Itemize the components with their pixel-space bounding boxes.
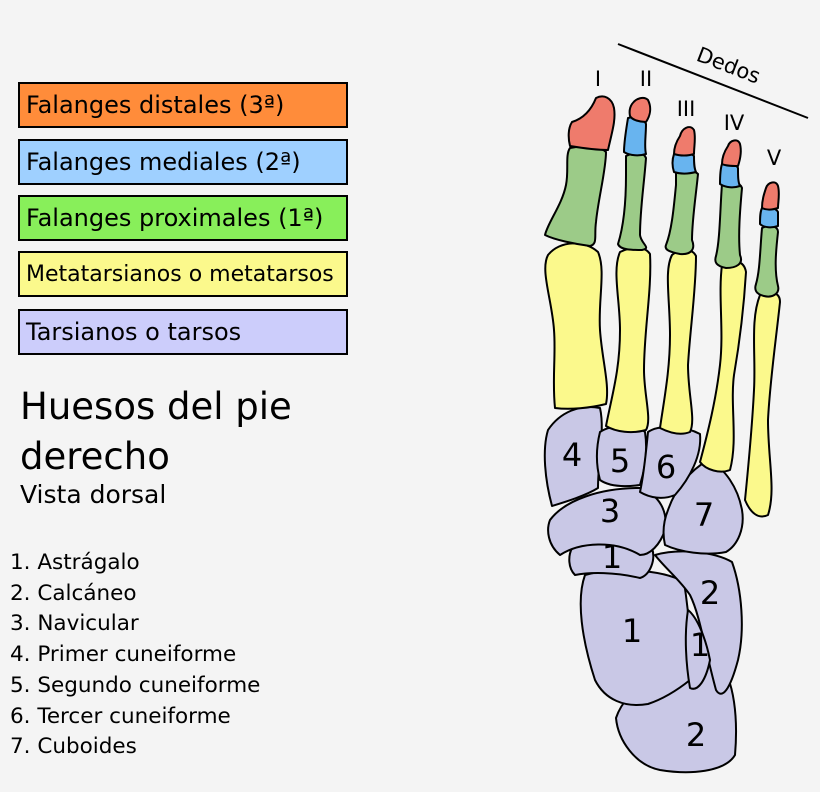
key-item: 7. Cuboides — [10, 734, 137, 760]
key-item: 6. Tercer cuneiforme — [10, 703, 231, 729]
key-item: 1. Astrágalo — [10, 550, 140, 575]
distal-phalanges — [567, 95, 780, 211]
tarsal-bones — [543, 406, 744, 774]
key-item: 5. Segundo cuneiforme — [10, 672, 261, 698]
legend-label: Tarsianos o tarsos — [26, 318, 242, 346]
digit-label-ii: II — [640, 67, 652, 91]
proximal-phalanges — [544, 145, 780, 298]
bone-number-first-cuneiform: 4 — [562, 436, 582, 474]
legend-proximal-phalanges: Falanges proximales (1ª) — [18, 195, 348, 241]
legend-label: Falanges mediales (2ª) — [26, 148, 301, 176]
legend-metatarsals: Metatarsianos o metatarsos — [18, 251, 348, 297]
talus-neck-bone — [684, 609, 711, 690]
bone-number-talus-head: 1 — [602, 538, 622, 576]
digit-label-iii: III — [677, 97, 696, 121]
bone-number-calcaneus-lower: 2 — [686, 716, 706, 754]
metatarsal-ii — [605, 246, 652, 434]
metatarsal-iii — [659, 248, 697, 435]
legend-medial-phalanges: Falanges mediales (2ª) — [18, 139, 348, 185]
proximal-phalanx-iii — [664, 169, 699, 256]
distal-phalanx-i — [567, 95, 616, 151]
bone-number-talus-body: 1 — [622, 612, 642, 650]
proximal-phalanx-i — [544, 145, 607, 247]
legend-label: Falanges distales (3ª) — [26, 91, 285, 119]
metatarsal-v — [744, 291, 781, 518]
key-item: 3. Navicular — [10, 611, 139, 637]
bone-number-calcaneus-upper: 2 — [700, 574, 720, 612]
bone-number-navicular: 3 — [600, 492, 620, 530]
distal-phalanx-ii — [628, 96, 652, 123]
proximal-phalanx-v — [754, 224, 780, 298]
key-item: 2. Calcáneo — [10, 580, 137, 606]
bone-key-list: 1. Astrágalo 2. Calcáneo 3. Navicular 4.… — [10, 548, 260, 763]
medial-phalanx-ii — [623, 116, 647, 157]
distal-phalanx-iv — [721, 139, 742, 167]
bone-number-labels: 4 5 6 3 7 1 1 1 2 2 — [562, 436, 720, 754]
legend-distal-phalanges: Falanges distales (3ª) — [18, 82, 348, 128]
digits-divider-line — [617, 43, 809, 119]
distal-phalanx-iii — [673, 126, 696, 157]
bone-number-talus-neck: 1 — [690, 626, 710, 664]
diagram-subtitle: Vista dorsal — [20, 480, 167, 509]
bone-number-cuboid: 7 — [694, 496, 714, 534]
metatarsal-iv — [699, 259, 747, 473]
diagram-title: Huesos del pie derecho — [20, 385, 292, 478]
key-item: 4. Primer cuneiforme — [10, 642, 237, 668]
legend-tarsals: Tarsianos o tarsos — [18, 309, 348, 355]
bone-number-third-cuneiform: 6 — [656, 448, 676, 486]
proximal-phalanx-iv — [714, 180, 743, 269]
digit-label-i: I — [595, 67, 601, 91]
calcaneus-lateral-bone — [654, 550, 743, 695]
medial-phalanges — [623, 116, 779, 229]
navicular-bone — [547, 487, 667, 556]
digit-label-iv: IV — [724, 111, 745, 135]
legend-label: Metatarsianos o metatarsos — [26, 261, 334, 287]
digit-label-v: V — [767, 146, 782, 170]
bone-number-second-cuneiform: 5 — [610, 442, 630, 480]
proximal-phalanx-ii — [617, 152, 648, 251]
talus-body-bone — [579, 569, 692, 706]
metatarsal-bones — [544, 242, 781, 518]
metatarsal-i — [544, 242, 609, 410]
legend-label: Falanges proximales (1ª) — [26, 204, 324, 232]
distal-phalanx-v — [761, 181, 780, 211]
digits-label: Dedos — [693, 42, 763, 88]
